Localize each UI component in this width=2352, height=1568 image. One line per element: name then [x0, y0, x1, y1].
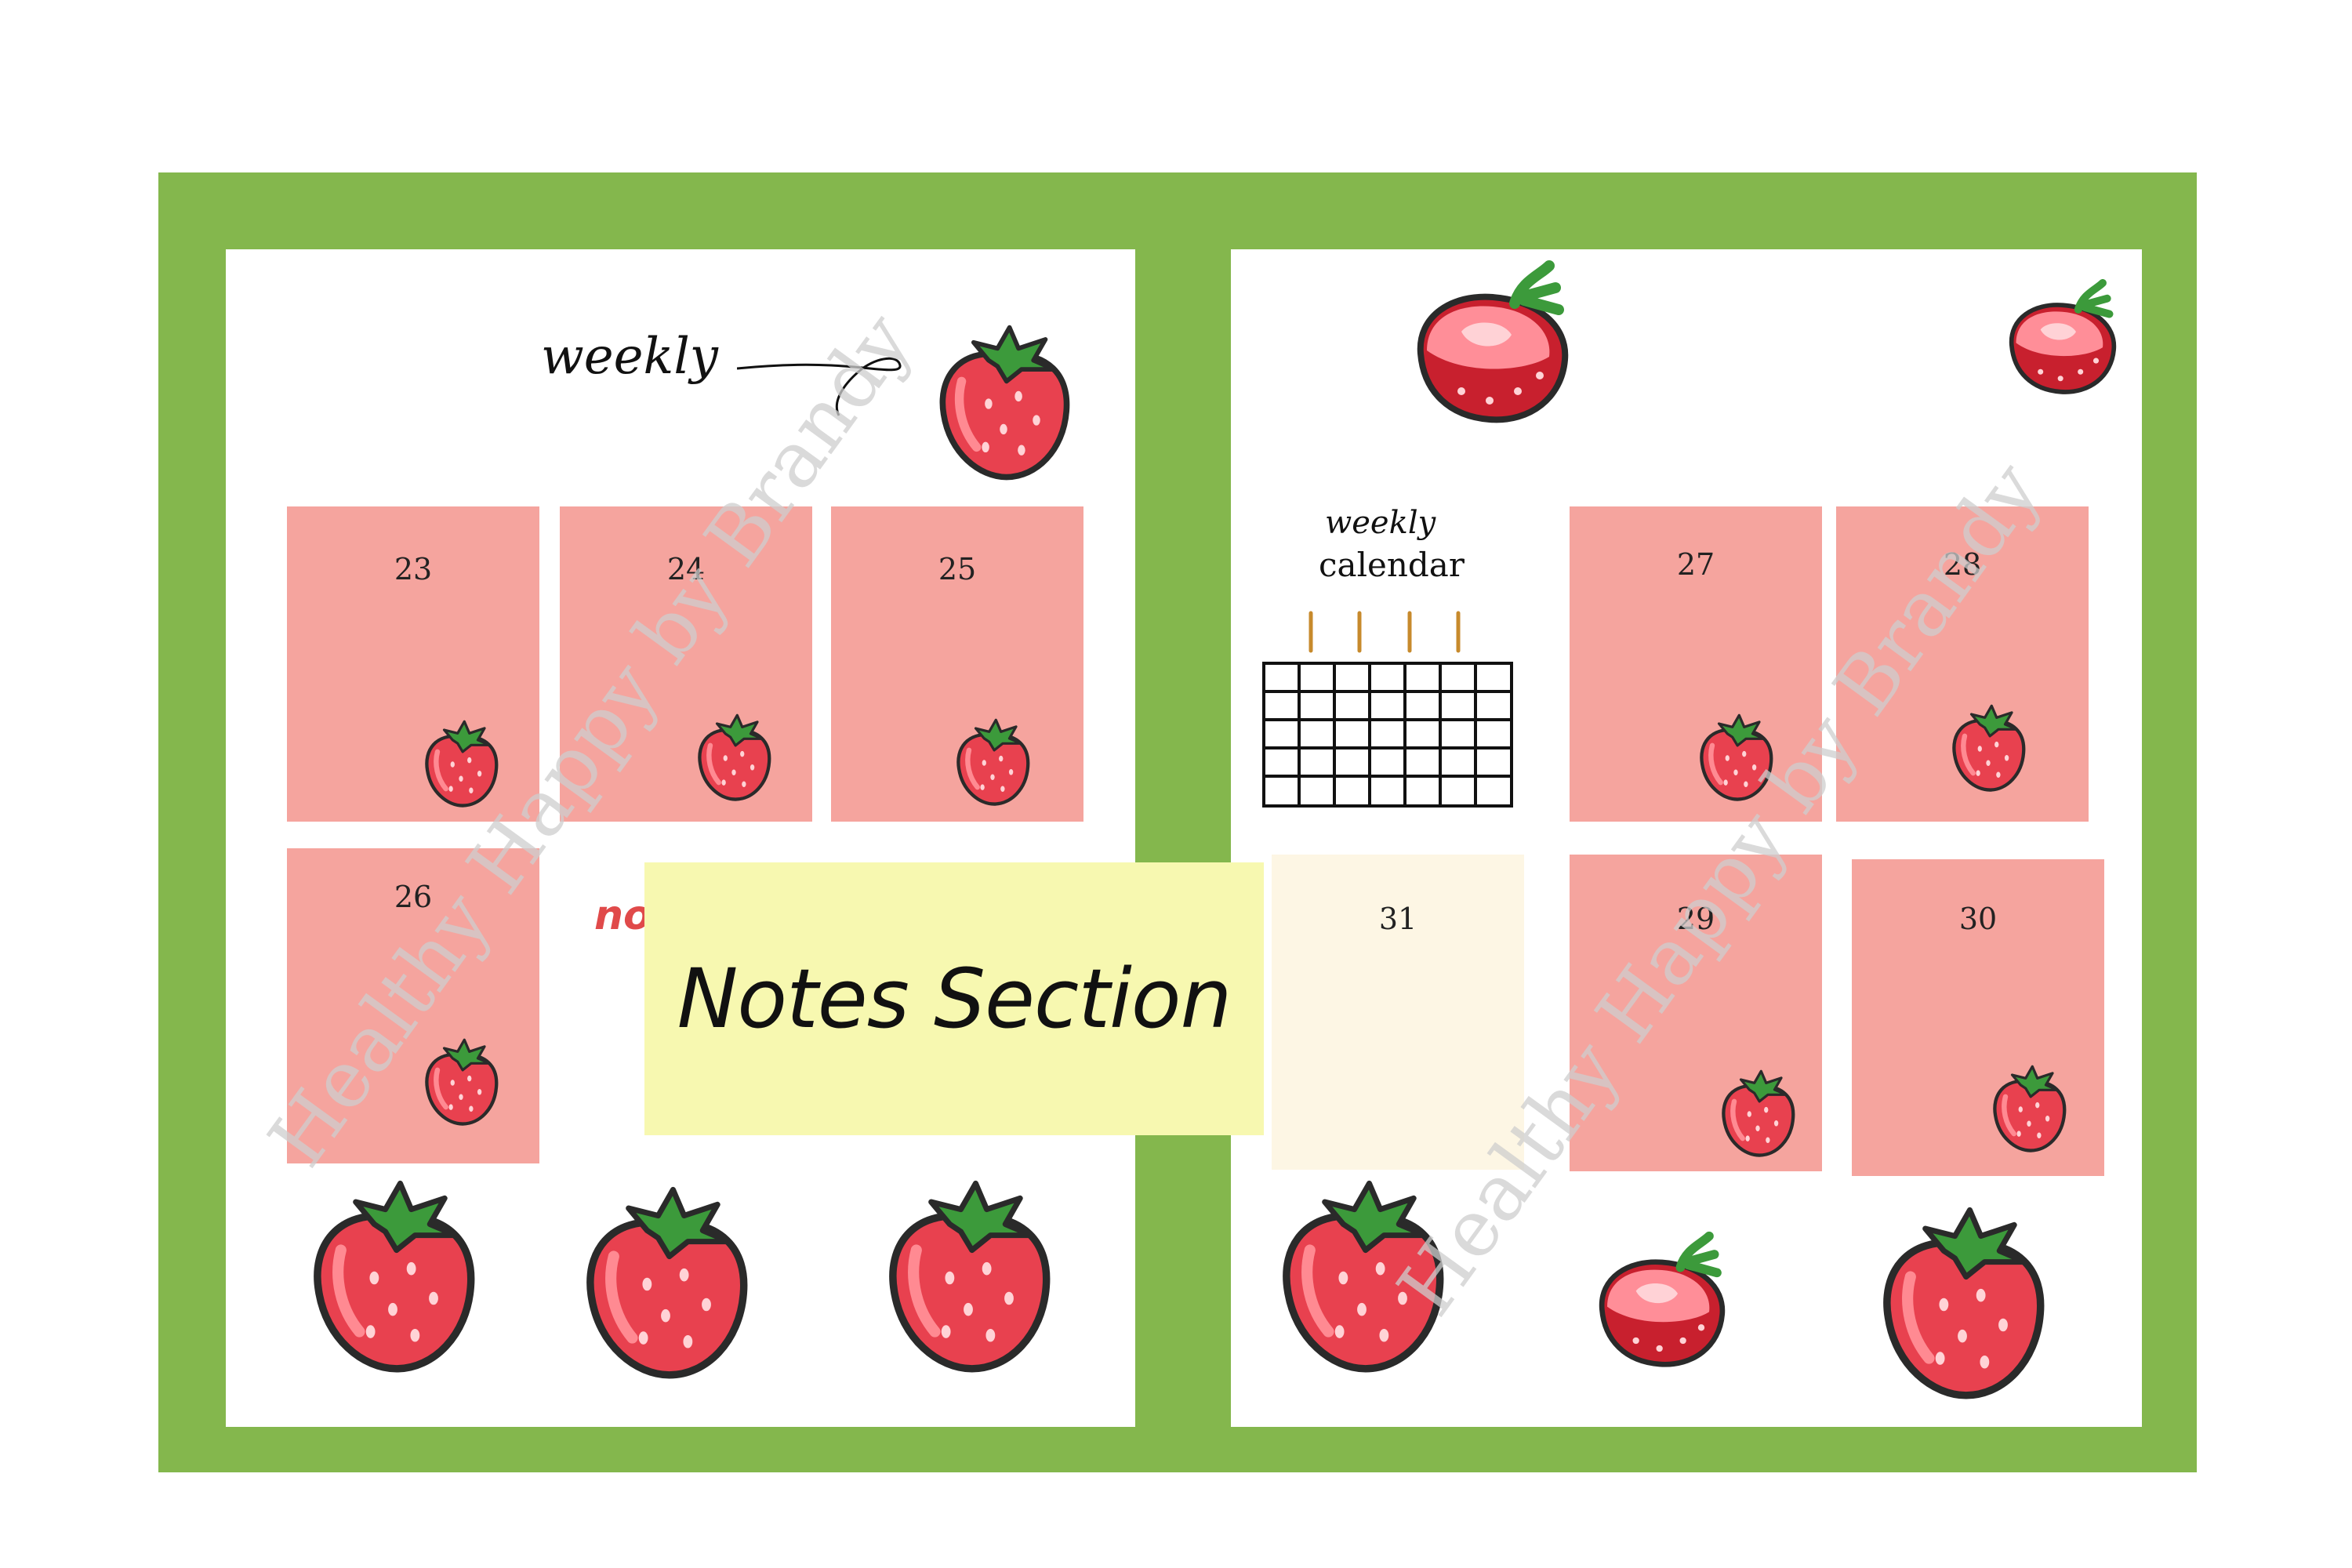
calendar-script-heading: weekly: [1325, 505, 1436, 541]
strawberry-icon: [568, 1182, 764, 1386]
calendar-grid-icon: [1262, 611, 1513, 808]
day-number: 28: [1943, 547, 1982, 582]
day-number: 23: [394, 552, 433, 586]
strawberry-icon: [870, 1176, 1066, 1380]
day-number: 27: [1676, 547, 1715, 582]
day-box-31[interactable]: 31: [1272, 855, 1524, 1170]
day-number: 29: [1676, 902, 1715, 936]
strawberry-icon: [1946, 702, 2031, 795]
day-box-23[interactable]: 23: [287, 506, 539, 822]
day-box-27[interactable]: 27: [1570, 506, 1822, 822]
strawberry-icon: [950, 717, 1035, 809]
weekly-flourish: [737, 357, 902, 416]
day-number: 26: [394, 880, 433, 914]
half-strawberry-icon: [1996, 279, 2129, 405]
half-strawberry-icon: [1584, 1231, 1740, 1380]
day-box-29[interactable]: 29: [1570, 855, 1822, 1171]
day-number: 25: [938, 552, 977, 586]
notes-section-sticky[interactable]: Notes Section: [644, 862, 1264, 1135]
strawberry-icon: [1987, 1063, 2071, 1156]
day-box-25[interactable]: 25: [831, 506, 1083, 822]
strawberry-icon: [925, 321, 1082, 486]
strawberry-icon: [1864, 1203, 2060, 1406]
day-box-28[interactable]: 28: [1836, 506, 2089, 822]
strawberry-icon: [1715, 1068, 1800, 1160]
notes-section-title: Notes Section: [677, 951, 1232, 1047]
day-number: 30: [1958, 902, 1998, 936]
strawberry-icon: [419, 1036, 503, 1129]
day-number: 31: [1378, 902, 1417, 936]
strawberry-icon: [419, 718, 503, 811]
strawberry-icon: [691, 712, 776, 804]
notes-label: no: [594, 892, 652, 939]
calendar-heading: calendar: [1319, 546, 1465, 584]
half-strawberry-icon: [1399, 259, 1587, 439]
day-box-24[interactable]: 24: [560, 506, 812, 822]
day-number: 24: [666, 552, 706, 586]
day-box-26[interactable]: 26: [287, 848, 539, 1163]
weekly-heading: weekly: [541, 328, 718, 386]
strawberry-icon: [295, 1176, 491, 1380]
day-box-30[interactable]: 30: [1852, 859, 2104, 1176]
